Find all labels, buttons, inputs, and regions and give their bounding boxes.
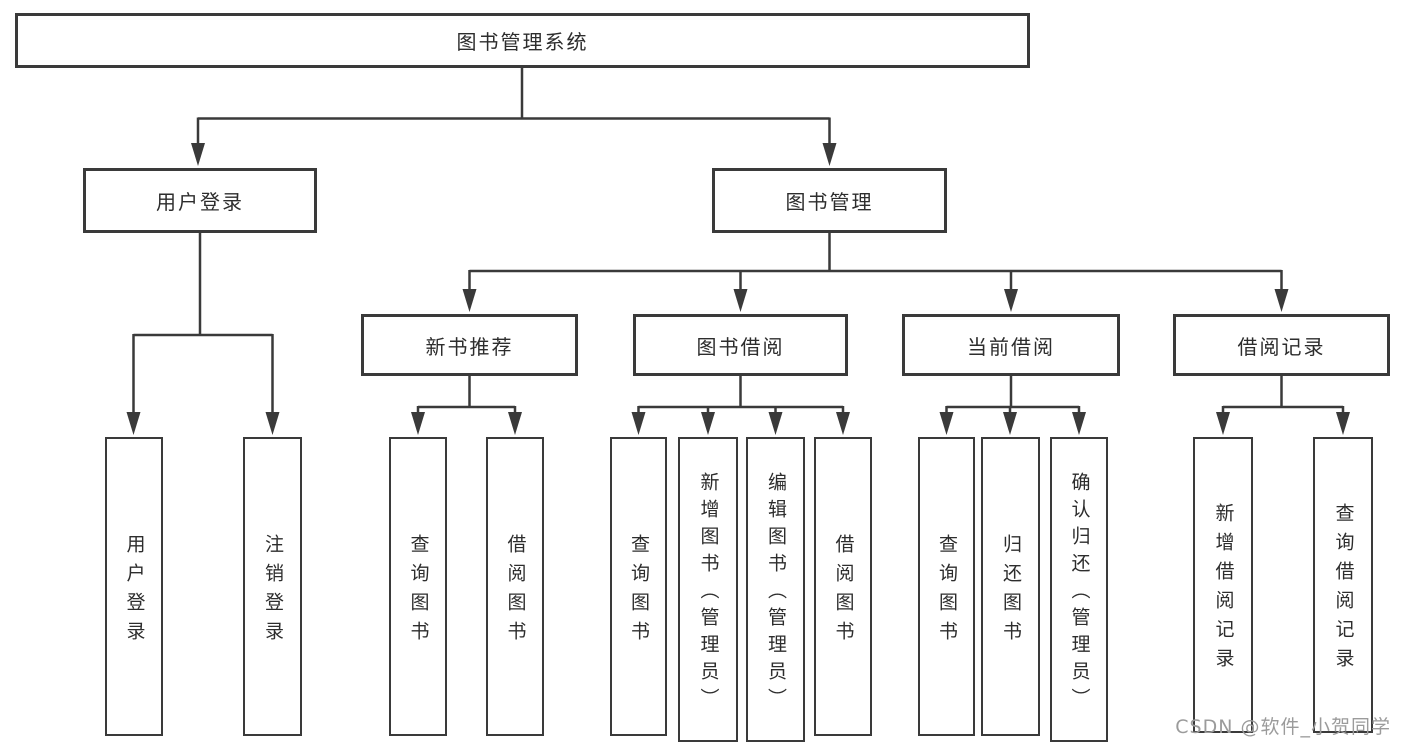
leaf-add-books-admin: 新增图书（管理员） [678,437,738,742]
node-library-system: 图书管理系统 [15,13,1030,68]
node-new-book-recommend: 新书推荐 [361,314,578,376]
leaf-borrowing-borrow-books: 借阅图书 [814,437,872,736]
node-current-borrowing-label: 当前借阅 [967,334,1055,359]
leaf-edit-books-admin: 编辑图书（管理员） [746,437,805,742]
leaf-confirm-return-admin: 确认归还（管理员） [1050,437,1108,742]
leaf-recommend-query-books: 查询图书 [389,437,447,736]
leaf-current-query-books-label: 查询图书 [936,533,958,650]
node-user-login: 用户登录 [83,168,317,233]
csdn-watermark: CSDN @软件_小贺同学 [1175,716,1391,738]
leaf-recommend-borrow-books: 借阅图书 [486,437,544,736]
leaf-add-borrow-record-label: 新增借阅记录 [1212,503,1235,677]
leaf-borrowing-query-books-label: 查询图书 [628,533,650,650]
leaf-user-login: 用户登录 [105,437,163,736]
leaf-borrowing-query-books: 查询图书 [610,437,667,736]
leaf-logout: 注销登录 [243,437,302,736]
leaf-query-borrow-record-label: 查询借阅记录 [1332,503,1355,677]
node-book-borrowing: 图书借阅 [633,314,848,376]
node-library-system-label: 图书管理系统 [456,30,589,54]
leaf-logout-label: 注销登录 [262,533,284,650]
node-book-management: 图书管理 [712,168,947,233]
leaf-add-borrow-record: 新增借阅记录 [1193,437,1253,733]
leaf-user-login-label: 用户登录 [123,533,146,650]
node-book-management-label: 图书管理 [785,190,874,214]
node-user-login-label: 用户登录 [156,190,244,214]
leaf-query-borrow-record: 查询借阅记录 [1313,437,1373,733]
node-borrowing-records-label: 借阅记录 [1237,334,1326,359]
leaf-current-query-books: 查询图书 [918,437,975,736]
leaf-recommend-borrow-books-label: 借阅图书 [504,533,527,650]
leaf-add-books-admin-label: 新增图书（管理员） [697,472,720,715]
leaf-recommend-query-books-label: 查询图书 [407,533,430,650]
node-book-borrowing-label: 图书借阅 [696,334,785,359]
node-borrowing-records: 借阅记录 [1173,314,1390,376]
leaf-confirm-return-admin-label: 确认归还（管理员） [1068,472,1091,715]
leaf-edit-books-admin-label: 编辑图书（管理员） [765,472,787,715]
leaf-return-books: 归还图书 [981,437,1040,736]
arrowheads [126,143,1350,435]
leaf-borrowing-borrow-books-label: 借阅图书 [832,533,855,650]
leaf-return-books-label: 归还图书 [1000,533,1022,650]
node-current-borrowing: 当前借阅 [902,314,1120,376]
node-new-book-recommend-label: 新书推荐 [425,334,514,359]
